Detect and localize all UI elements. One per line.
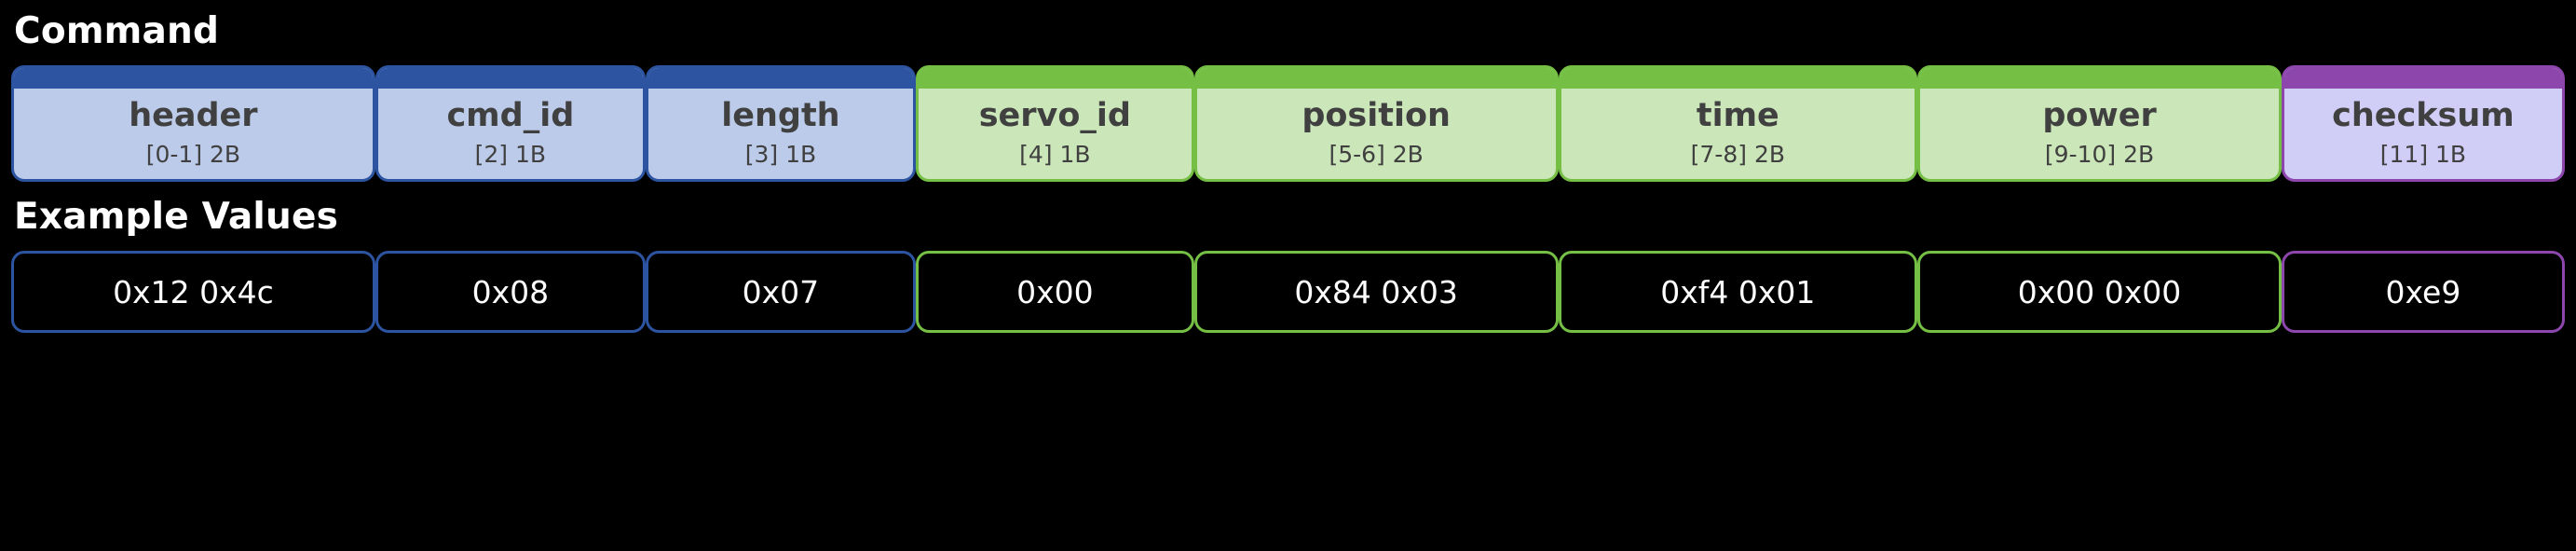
value-text: 0x00 — [1016, 273, 1094, 310]
field-body: servo_id [4] 1B — [919, 89, 1192, 179]
field-label: time — [1696, 96, 1779, 134]
field-label: servo_id — [978, 96, 1131, 134]
field-servo-id: servo_id [4] 1B — [915, 65, 1194, 182]
value-text: 0x00 0x00 — [2017, 273, 2182, 310]
field-group-strip — [2283, 68, 2562, 89]
field-byte-range: [3] 1B — [744, 141, 817, 169]
value-text: 0xf4 0x01 — [1660, 273, 1816, 310]
field-byte-range: [5-6] 2B — [1329, 141, 1424, 169]
field-header: header [0-1] 2B — [11, 65, 375, 182]
field-label: power — [2042, 96, 2157, 134]
value-cell-length: 0x07 — [645, 251, 916, 333]
field-byte-range: [11] 1B — [2379, 141, 2467, 169]
field-group-strip — [377, 68, 643, 89]
field-power: power [9-10] 2B — [1917, 65, 2282, 182]
value-cell-time: 0xf4 0x01 — [1558, 251, 1918, 333]
field-byte-range: [9-10] 2B — [2044, 141, 2155, 169]
field-byte-range: [7-8] 2B — [1690, 141, 1785, 169]
field-group-strip — [647, 68, 913, 89]
value-text: 0x07 — [742, 273, 820, 310]
value-cell-header: 0x12 0x4c — [11, 251, 375, 333]
field-label: position — [1302, 96, 1451, 134]
field-length: length [3] 1B — [645, 65, 916, 182]
command-section-title: Command — [14, 10, 220, 52]
value-text: 0x08 — [471, 273, 550, 310]
field-group-strip — [1920, 68, 2279, 89]
field-body: position [5-6] 2B — [1197, 89, 1556, 179]
field-group-strip — [918, 68, 1192, 89]
value-cell-cmd-id: 0x08 — [375, 251, 646, 333]
field-group-strip — [14, 68, 373, 89]
example-values-section-title: Example Values — [14, 196, 339, 238]
field-label: cmd_id — [446, 96, 575, 134]
command-field-row: header [0-1] 2B cmd_id [2] 1B length [3] 1B se… — [11, 65, 2565, 182]
field-byte-range: [0-1] 2B — [145, 141, 241, 169]
value-text: 0x12 0x4c — [113, 273, 274, 310]
example-values-row: 0x12 0x4c 0x08 0x07 0x00 0x84 0x03 0xf4 0x01 0… — [11, 251, 2565, 333]
value-cell-servo-id: 0x00 — [915, 251, 1194, 333]
field-body: checksum [11] 1B — [2284, 89, 2562, 179]
field-label: header — [129, 96, 258, 134]
field-label: checksum — [2332, 96, 2515, 134]
field-cmd-id: cmd_id [2] 1B — [375, 65, 646, 182]
field-time: time [7-8] 2B — [1558, 65, 1918, 182]
field-body: cmd_id [2] 1B — [378, 89, 643, 179]
field-body: power [9-10] 2B — [1920, 89, 2279, 179]
field-body: length [3] 1B — [648, 89, 913, 179]
field-group-strip — [1561, 68, 1915, 89]
field-group-strip — [1196, 68, 1556, 89]
value-text: 0x84 0x03 — [1294, 273, 1458, 310]
field-body: header [0-1] 2B — [14, 89, 373, 179]
value-cell-position: 0x84 0x03 — [1193, 251, 1559, 333]
field-checksum: checksum [11] 1B — [2281, 65, 2565, 182]
field-label: length — [721, 96, 840, 134]
value-cell-power: 0x00 0x00 — [1917, 251, 2282, 333]
field-byte-range: [2] 1B — [474, 141, 547, 169]
value-text: 0xe9 — [2385, 273, 2461, 310]
field-body: time [7-8] 2B — [1561, 89, 1915, 179]
field-position: position [5-6] 2B — [1193, 65, 1559, 182]
field-byte-range: [4] 1B — [1019, 141, 1091, 169]
value-cell-checksum: 0xe9 — [2281, 251, 2565, 333]
